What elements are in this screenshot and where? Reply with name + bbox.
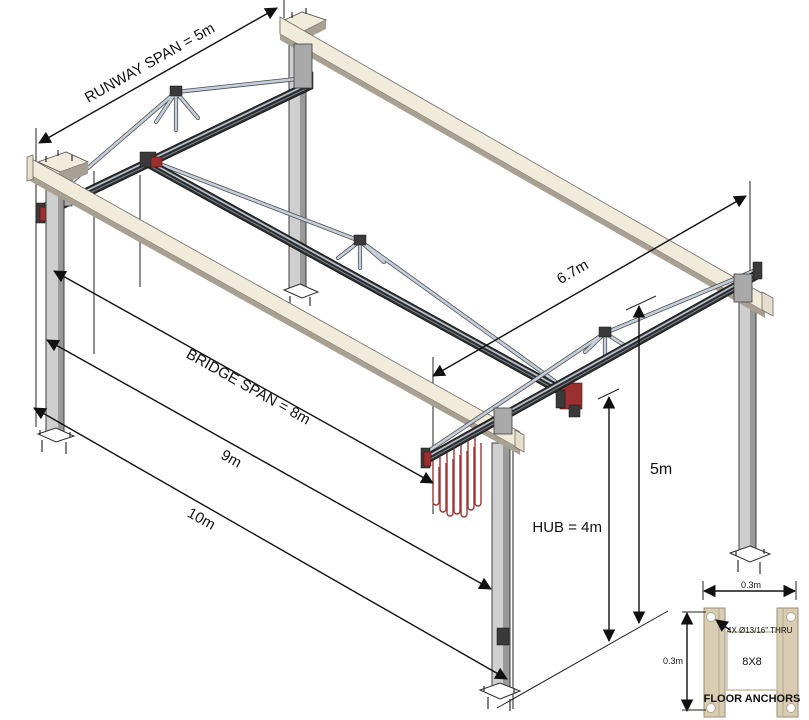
header-end-cap	[514, 429, 525, 453]
header-end-cap	[761, 291, 774, 317]
anchor-channel-left	[703, 607, 726, 718]
floor-anchor-detail: 0.3m 0.3m 4X Ø13/16" THRU 8X8 FLOOR ANCH…	[663, 580, 801, 718]
back-right-column	[728, 299, 772, 574]
base-plate	[728, 545, 772, 563]
bridge-span-label: BRIDGE SPAN = 8m	[183, 346, 313, 429]
anchor-hole	[706, 612, 716, 622]
post-size-label: 8X8	[742, 656, 762, 668]
10m-dimension	[33, 407, 508, 680]
right-runway	[420, 261, 763, 469]
truss-apex-fitting	[598, 326, 612, 338]
anchor-hole	[706, 703, 716, 713]
column-clamp	[496, 627, 510, 646]
dimension-lines	[33, 7, 747, 680]
runway-span-dimension	[38, 7, 278, 144]
hanger-bracket	[493, 407, 513, 435]
runway-span-label: RUNWAY SPAN = 5m	[82, 20, 218, 107]
base-plate	[36, 427, 76, 443]
base-plate	[478, 682, 522, 700]
runway-length-label: 6.7m	[554, 256, 591, 287]
hanger-bracket	[293, 43, 313, 89]
hanger-bracket	[733, 273, 753, 303]
hub-label: HUB = 4m	[532, 519, 602, 536]
hole-leader-line	[715, 619, 731, 632]
anchor-width-label: 0.3m	[741, 580, 761, 590]
extension-lines	[35, 0, 751, 709]
truss-apex-fitting	[353, 234, 367, 246]
floor-anchors-title: FLOOR ANCHORS	[704, 693, 801, 705]
hole-callout-label: 4X Ø13/16" THRU	[727, 626, 793, 635]
10m-label: 10m	[184, 505, 218, 534]
front-right-column	[478, 442, 522, 711]
ground-line	[496, 610, 669, 709]
header-end-cap	[26, 154, 34, 182]
anchor-depth-label: 0.3m	[663, 656, 683, 666]
runway-end-stop	[423, 451, 432, 467]
bridge-beam	[139, 151, 583, 418]
post-cross-section	[726, 631, 778, 691]
truss-apex-fitting	[169, 85, 183, 97]
anchor-hole	[786, 612, 796, 622]
anchor-hole	[786, 703, 796, 713]
height-5m-label: 5m	[650, 461, 672, 478]
hoist-hook-block	[568, 404, 581, 418]
9m-label: 9m	[218, 447, 244, 472]
